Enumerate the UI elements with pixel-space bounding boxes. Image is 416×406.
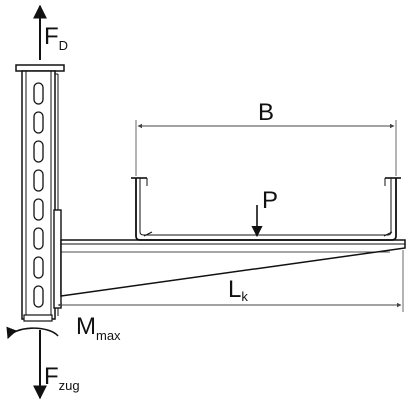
- fd-label: FD: [44, 23, 68, 53]
- post-slot: [33, 198, 44, 221]
- lk-label: Lk: [228, 276, 248, 304]
- p-label: P: [262, 187, 278, 214]
- top-mounting-plate: [15, 64, 65, 72]
- post-slot: [33, 285, 44, 308]
- fzug-label: Fzug: [44, 363, 80, 393]
- dimension-lk: [57, 250, 404, 312]
- post-slot: [33, 111, 44, 134]
- post-slot: [33, 227, 44, 250]
- post-slot: [33, 82, 44, 105]
- cable-tray: [131, 177, 401, 241]
- vertical-post: [21, 70, 59, 320]
- post-slot: [33, 140, 44, 163]
- mmax-label: Mmax: [76, 313, 121, 343]
- mmax-moment-arrow: [6, 326, 59, 340]
- b-label: B: [258, 99, 274, 126]
- connection-plate: [53, 209, 62, 309]
- post-slot: [33, 169, 44, 192]
- post-slot: [33, 256, 44, 279]
- dimension-b: [135, 120, 397, 176]
- post-bottom-cap: [23, 314, 53, 322]
- post-slots: [33, 82, 44, 308]
